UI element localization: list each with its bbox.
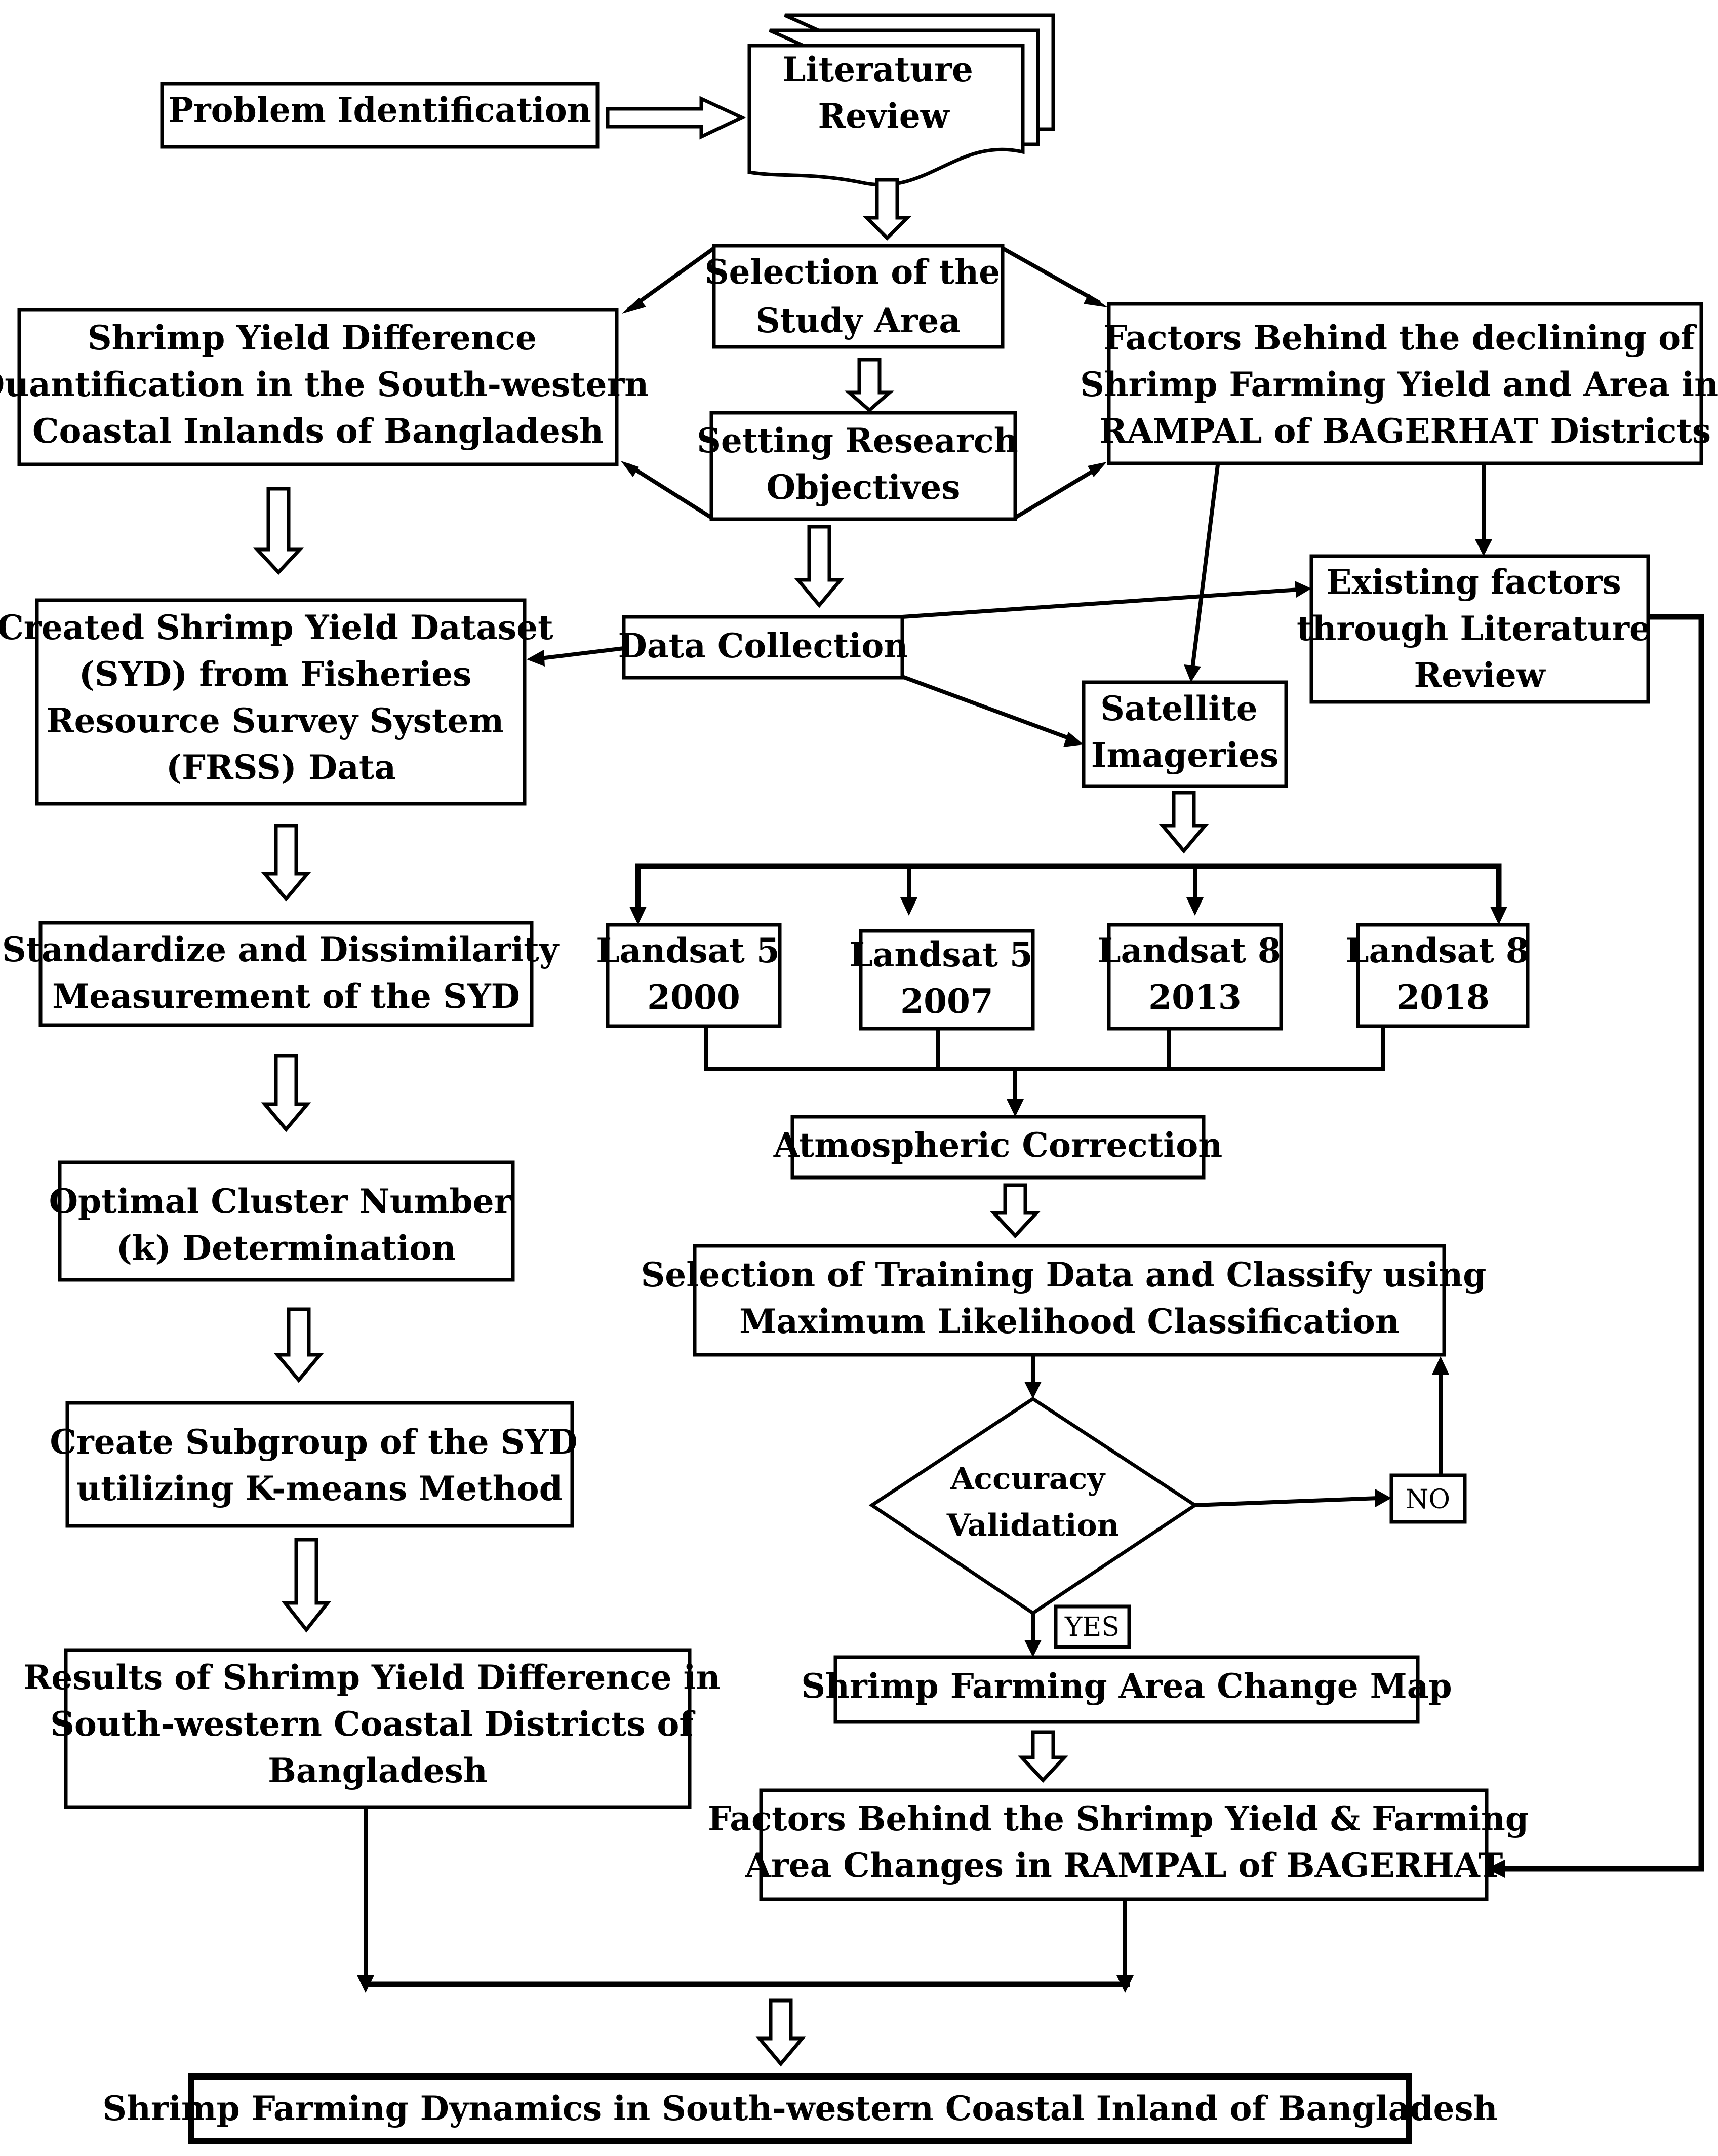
training-data-label: Selection of Training Data and Classify …: [641, 1255, 1498, 1341]
created-syd-label: Created Shrimp Yield Dataset (SYD) from …: [0, 608, 565, 787]
landsat-8-2018-label: Landsat 8 2018: [1345, 931, 1541, 1017]
accuracy-validation-diamond: [868, 1396, 1198, 1616]
final-outcome-box: [188, 2073, 1412, 2144]
existing-factors-box: [1309, 554, 1650, 704]
atmospheric-correction-label: Atmospheric Correction: [773, 1125, 1223, 1165]
area-change-map-label: Shrimp Farming Area Change Map: [801, 1666, 1452, 1706]
created-syd-box: [35, 598, 527, 806]
no-label-text: NO: [1406, 1484, 1450, 1515]
problem-identification-label: Problem Identification: [168, 90, 591, 130]
training-data-box: [693, 1244, 1446, 1357]
literature-review-label: Literature Review: [782, 50, 985, 136]
block-arrow-down: [281, 1538, 332, 1633]
block-arrow-right: [606, 96, 746, 140]
block-arrow-down: [1158, 791, 1209, 854]
optimal-cluster-label: Optimal Cluster Number (k) Determination: [49, 1182, 524, 1268]
landsat-5-2000-box: [606, 923, 782, 1028]
satellite-imageries-label: Satellite Imageries: [1091, 689, 1279, 775]
landsat-5-2007-box: [859, 929, 1035, 1031]
results-yield-difference-box: [64, 1648, 692, 1809]
connectors: [357, 246, 1704, 1993]
area-change-map-box: [833, 1655, 1420, 1724]
block-arrow-down: [755, 1998, 806, 2067]
satellite-imageries-box: [1082, 680, 1288, 788]
block-arrow-down: [261, 824, 311, 902]
standardize-label: Standardize and Dissimilarity Measuremen…: [2, 930, 570, 1016]
yield-difference-quantification-box: [17, 308, 619, 466]
block-arrow-down: [989, 1183, 1041, 1239]
data-collection-label: Data Collection: [618, 626, 908, 665]
landsat-5-2007-label: Landsat 5 2007: [849, 935, 1045, 1021]
block-arrow-down: [844, 358, 895, 413]
factors-declining-label: Factors Behind the declining of Shrimp F…: [1080, 318, 1718, 451]
landsat-8-2013-box: [1107, 923, 1283, 1031]
final-outcome-label: Shrimp Farming Dynamics in South-western…: [102, 2089, 1497, 2128]
setting-objectives-label: Setting Research Objectives: [697, 421, 1030, 507]
existing-factors-label: Existing factors through Literature Revi…: [1297, 562, 1662, 695]
no-label-box: [1389, 1473, 1467, 1524]
landsat-8-2013-label: Landsat 8 2013: [1097, 931, 1293, 1017]
yield-difference-quantification-label: Shrimp Yield Difference Quantification i…: [0, 318, 660, 451]
block-arrow-down: [1017, 1730, 1069, 1783]
block-arrow-down: [862, 178, 912, 241]
problem-identification-box: [160, 82, 600, 149]
yes-label-text: YES: [1064, 1612, 1120, 1642]
block-arrows: [253, 96, 1209, 2067]
factors-changes-label: Factors Behind the Shrimp Yield & Farmin…: [708, 1799, 1540, 1885]
landsat-8-2018-box: [1356, 923, 1530, 1028]
block-arrow-down: [253, 487, 304, 575]
atmospheric-correction-box: [790, 1115, 1206, 1180]
data-collection-box: [622, 615, 904, 680]
factors-declining-box: [1107, 302, 1703, 465]
block-arrow-down: [273, 1307, 324, 1383]
yes-label-box: [1054, 1604, 1131, 1649]
block-arrow-down: [261, 1054, 311, 1132]
create-subgroup-box: [65, 1401, 574, 1528]
optimal-cluster-box: [58, 1160, 515, 1282]
results-yield-difference-label: Results of Shrimp Yield Difference in So…: [23, 1658, 732, 1790]
selection-study-area-box: [712, 244, 1005, 349]
standardize-box: [38, 921, 534, 1027]
selection-study-area-label: Selection of the Study Area: [705, 252, 1012, 340]
labels: Problem Identification Literature Review…: [0, 50, 1718, 2128]
factors-changes-box: [759, 1788, 1489, 1901]
landsat-5-2000-label: Landsat 5 2000: [596, 931, 791, 1017]
accuracy-validation-label: Accuracy Validation: [946, 1461, 1120, 1543]
setting-objectives-box: [709, 411, 1017, 521]
create-subgroup-label: Create Subgroup of the SYD utilizing K-m…: [50, 1422, 589, 1508]
block-arrow-down: [794, 525, 845, 608]
